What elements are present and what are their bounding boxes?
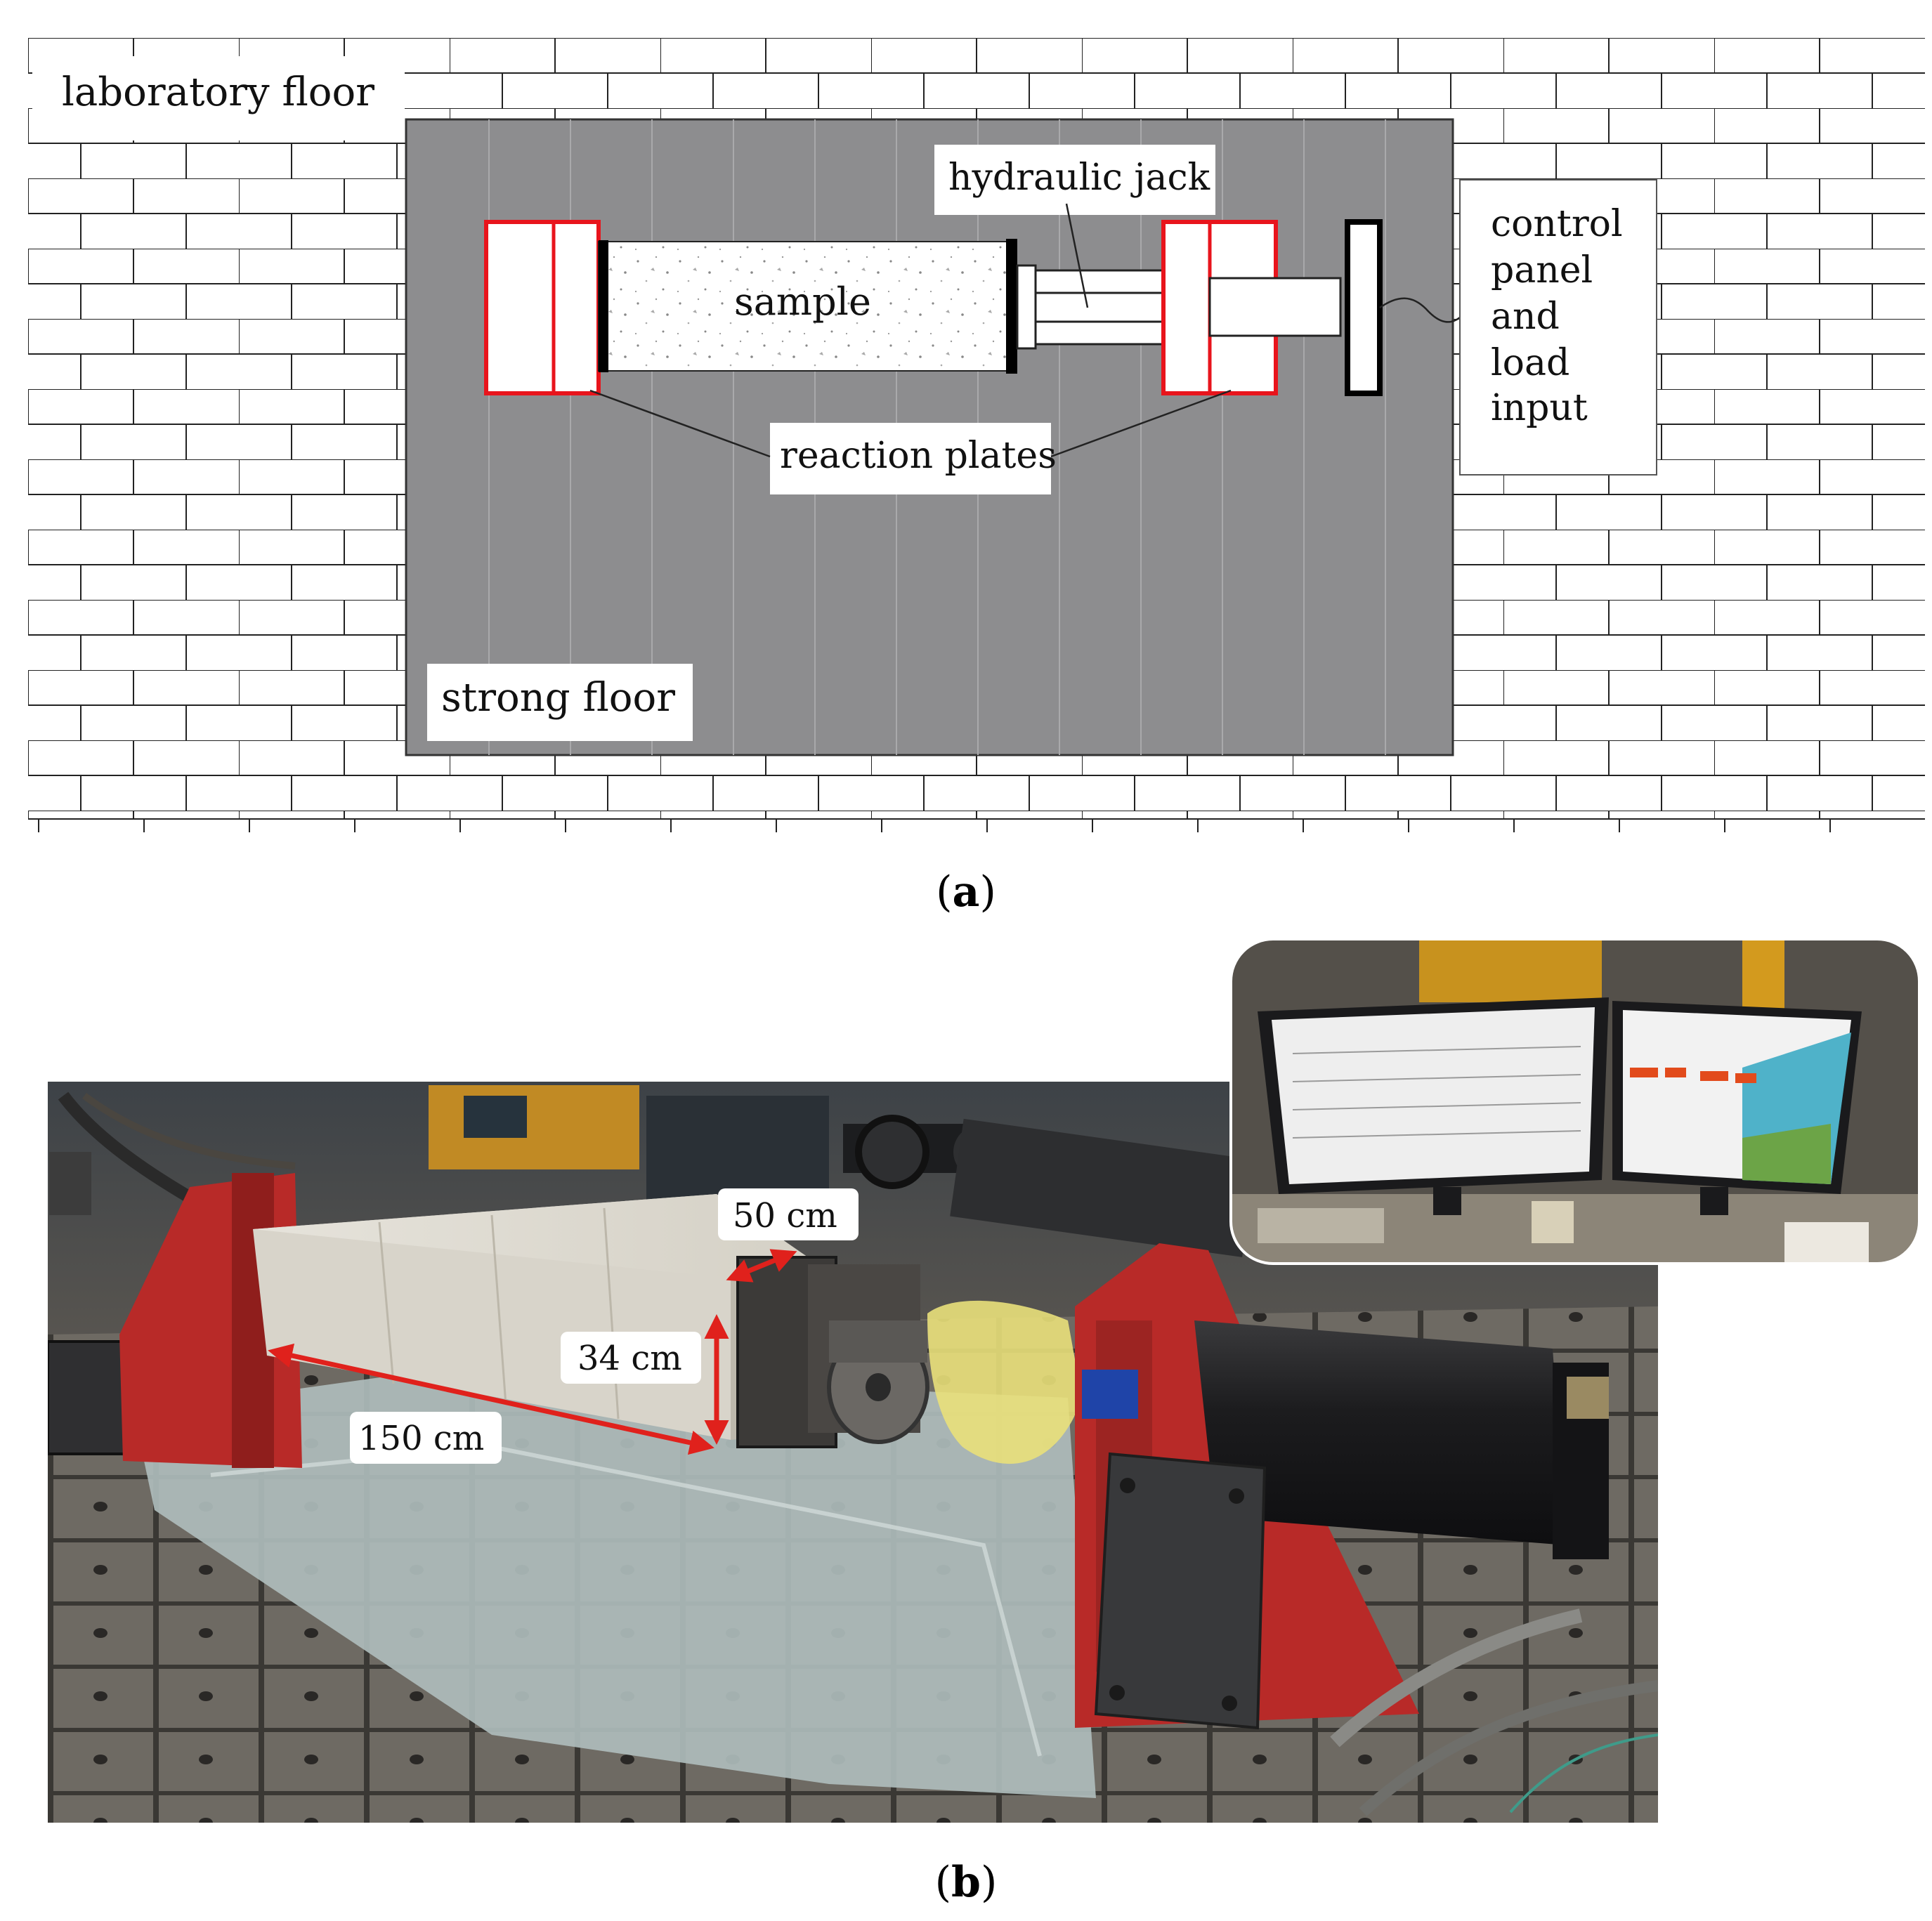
yellow-wrap: [927, 1300, 1082, 1464]
caption-b-letter: b: [951, 1858, 981, 1907]
inset-border: [1229, 938, 1921, 1265]
reaction-plates-leader-right: [1050, 389, 1232, 458]
dim-length-label: 150 cm: [358, 1419, 484, 1458]
frame-badge: [1082, 1370, 1138, 1419]
hydraulic-jack: [1016, 264, 1165, 350]
caption-a: (a): [936, 867, 996, 917]
reaction-plates-leader-left: [589, 389, 771, 458]
rubber-pad: [1094, 1452, 1267, 1730]
hydraulic-jack-label-box: [934, 145, 1215, 215]
brick-ticks: [38, 819, 1831, 832]
left-reaction-plate: [484, 220, 601, 395]
load-disc: [827, 1320, 929, 1444]
control-cable: [1379, 297, 1461, 323]
caption-a-letter: a: [953, 867, 980, 917]
reaction-plates-label: reaction plates: [780, 435, 1057, 477]
control-panel-label: control panel and load input: [1491, 203, 1634, 429]
sample-specimen: sample: [598, 239, 1017, 374]
sample-label: sample: [734, 280, 871, 324]
panel-a-diagram: laboratory floor strong floor sample: [28, 38, 1925, 832]
strong-floor-label-box: [427, 664, 693, 741]
control-monitors-inset: [1231, 939, 1919, 1264]
left-monitor: [1258, 997, 1609, 1215]
dim-height-label: 34 cm: [577, 1339, 682, 1378]
dimension-arrows: [268, 1249, 797, 1455]
laboratory-floor-label: laboratory floor: [62, 70, 374, 115]
strong-floor-label: strong floor: [441, 675, 675, 721]
control-panel-line-3: and: [1491, 296, 1560, 338]
hydraulic-jack-label: hydraulic jack: [948, 157, 1210, 199]
hydraulic-jack-leader: [1065, 203, 1089, 308]
protective-sheet: [133, 1370, 1096, 1798]
control-panel-line-5: input: [1491, 387, 1588, 429]
dim-length-box: [350, 1412, 502, 1464]
dimension-labels: 50 cm 34 cm 150 cm: [350, 1188, 859, 1464]
control-panel-line-4: load: [1491, 342, 1569, 384]
control-panel-line-2: panel: [1491, 249, 1593, 291]
dim-height-box: [561, 1332, 701, 1384]
hydraulic-cylinder: [1194, 1320, 1609, 1559]
jack-end-plate: [1345, 219, 1383, 396]
dim-width-label: 50 cm: [733, 1196, 837, 1235]
right-monitor: [1612, 1001, 1862, 1215]
dim-width-box: [718, 1188, 859, 1240]
control-panel-box: [1459, 179, 1657, 476]
laboratory-floor-label-box: [32, 56, 405, 140]
arrow-width: [726, 1249, 797, 1283]
reaction-plates-label-box: [770, 423, 1051, 494]
right-reaction-plate: [1161, 220, 1342, 395]
arrow-length: [268, 1343, 714, 1455]
control-panel-line-1: control: [1491, 203, 1623, 245]
caption-b: (b): [935, 1858, 998, 1907]
